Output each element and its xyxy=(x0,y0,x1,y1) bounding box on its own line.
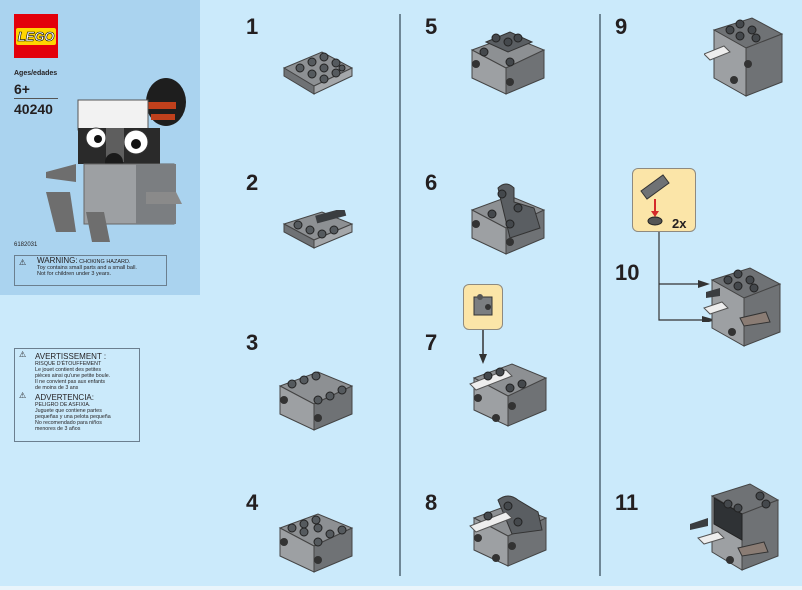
quantity-multiplier: 2x xyxy=(672,216,687,231)
step-2-model xyxy=(282,210,354,249)
step-10-connector-lines xyxy=(658,232,716,322)
step-number: 3 xyxy=(246,330,259,355)
multilang-warning-box: ⚠ AVERTISSEMENT : RISQUE D'ÉTOUFFEMENT L… xyxy=(14,348,140,442)
brick-1x1-side-stud-icon xyxy=(473,294,493,316)
ages-label: Ages/edades xyxy=(14,70,58,77)
cover-panel: LEGO Ages/edades 6+ 40240 6182031 ⚠ WARN… xyxy=(0,0,200,295)
step-4-model xyxy=(278,513,354,573)
step-number: 2 xyxy=(246,170,259,195)
step-number: 5 xyxy=(425,14,438,39)
raccoon-model-image xyxy=(46,78,186,242)
step-number: 11 xyxy=(615,490,639,515)
step-8-model xyxy=(469,495,548,567)
warning-triangle-icon: ⚠ xyxy=(19,258,27,267)
product-code: 6182031 xyxy=(14,242,38,248)
choking-warning-box: ⚠ WARNING: CHOKING HAZARD. Toy contains … xyxy=(14,255,167,286)
step-number: 10 xyxy=(615,260,640,285)
lego-logo: LEGO xyxy=(14,14,58,58)
step-10-parts-callout xyxy=(632,168,696,232)
step-number: 9 xyxy=(615,14,628,39)
step-number: 6 xyxy=(425,170,438,195)
step-3-model xyxy=(278,371,354,431)
age-value: 6+ xyxy=(14,81,30,97)
age-divider xyxy=(14,98,58,99)
claw-on-round-plate-icon xyxy=(640,174,670,226)
step-1-model xyxy=(282,51,354,95)
step-7-model xyxy=(469,363,548,427)
step-7-parts-callout xyxy=(463,284,503,330)
bottom-edge xyxy=(0,586,802,590)
set-number: 40240 xyxy=(14,101,53,117)
step-7-arrow xyxy=(479,330,487,364)
step-number: 4 xyxy=(246,490,259,515)
warning-fr: ⚠ AVERTISSEMENT : RISQUE D'ÉTOUFFEMENT L… xyxy=(19,350,111,392)
column-divider-2 xyxy=(599,14,601,576)
warning-triangle-icon: ⚠ xyxy=(19,391,27,400)
step-9-model xyxy=(704,17,784,97)
warning-triangle-icon: ⚠ xyxy=(19,350,27,359)
step-11-model xyxy=(690,483,780,571)
step-5-model xyxy=(470,31,546,95)
step-10-model xyxy=(703,267,782,347)
step-number: 1 xyxy=(246,14,259,39)
warning-es: ⚠ ADVERTENCIA: PELIGRO DE ASFIXIA. Jugue… xyxy=(19,391,111,433)
step-6-model xyxy=(470,183,546,255)
column-divider-1 xyxy=(399,14,401,576)
step-number: 7 xyxy=(425,330,438,355)
step-number: 8 xyxy=(425,490,438,515)
